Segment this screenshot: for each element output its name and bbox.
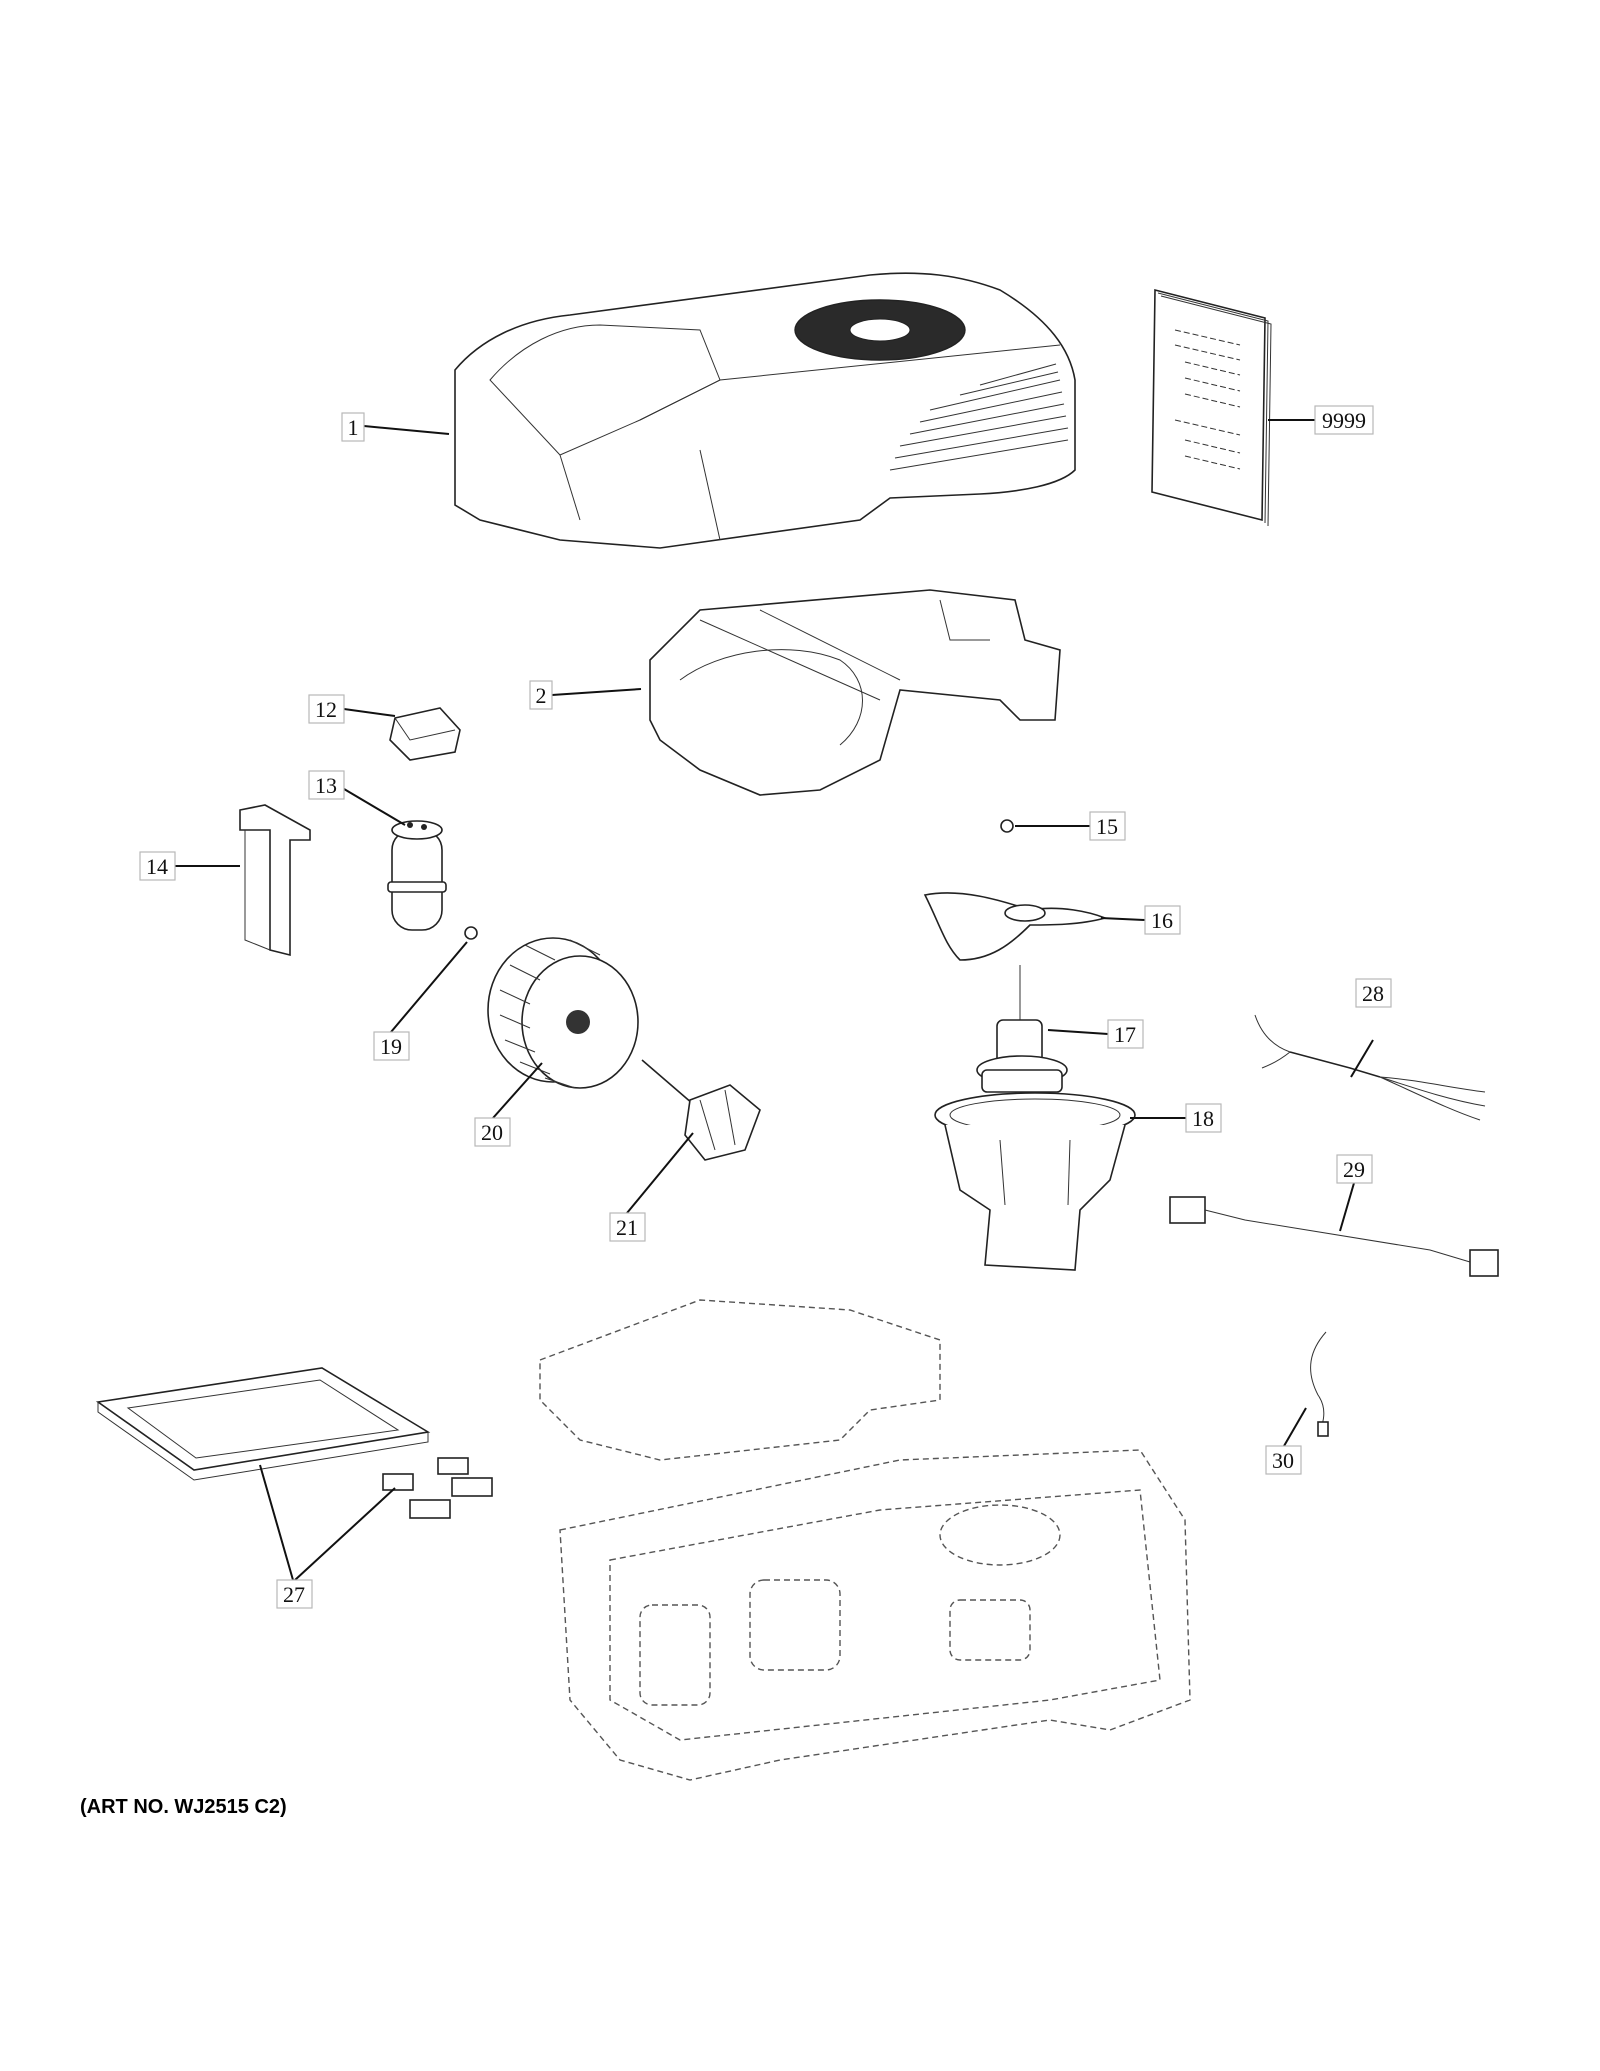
- callout-label: 16: [1151, 908, 1173, 933]
- callout-13: 13: [308, 770, 345, 800]
- art-number-caption: (ART NO. WJ2515 C2): [80, 1796, 287, 1818]
- callout-29: 29: [1336, 1154, 1373, 1184]
- part-13-capacitor: [387, 820, 447, 931]
- part-18-motor-mount: [934, 1092, 1136, 1271]
- callout-27: 27: [276, 1579, 313, 1609]
- base-pan-dashed: [539, 1299, 1191, 1781]
- part-17-motor: [976, 965, 1068, 1093]
- callout-label: 30: [1272, 1448, 1294, 1473]
- callout-1: 1: [341, 412, 365, 442]
- callout-20: 20: [474, 1117, 511, 1147]
- callout-label: 21: [616, 1215, 638, 1240]
- part-21-blower-motor: [641, 1059, 761, 1161]
- callout-label: 19: [380, 1034, 402, 1059]
- callout-9999: 9999: [1314, 405, 1374, 435]
- part-30-sensor: [1310, 1331, 1329, 1437]
- part-19-nut: [464, 926, 478, 940]
- callout-label: 13: [315, 773, 337, 798]
- part-28-harness: [1254, 1014, 1486, 1121]
- part-29-cable: [1169, 1196, 1499, 1277]
- part-12-relay: [389, 707, 461, 761]
- callout-label: 14: [146, 854, 168, 879]
- part-inner-shroud: [649, 589, 1061, 796]
- callout-16: 16: [1144, 905, 1181, 935]
- callout-label: 27: [283, 1582, 305, 1607]
- part-20-blower-wheel: [487, 937, 639, 1089]
- callout-label: 29: [1343, 1157, 1365, 1182]
- callout-30: 30: [1265, 1445, 1302, 1475]
- part-outer-cover: [454, 272, 1076, 549]
- part-owner-manual: [1151, 288, 1272, 527]
- part-15-nut: [1000, 819, 1014, 833]
- callout-label: 15: [1096, 814, 1118, 839]
- part-14-bracket: [239, 804, 311, 957]
- part-27-filter-and-pads: [95, 1367, 493, 1519]
- part-16-fan-blade: [923, 892, 1108, 961]
- callout-label: 20: [481, 1120, 503, 1145]
- callout-15: 15: [1089, 811, 1126, 841]
- callout-19: 19: [373, 1031, 410, 1061]
- callout-label: 1: [348, 415, 359, 440]
- callout-label: 9999: [1322, 408, 1366, 433]
- callout-label: 2: [536, 683, 547, 708]
- callout-21: 21: [609, 1212, 646, 1242]
- callout-17: 17: [1107, 1019, 1144, 1049]
- callout-label: 18: [1192, 1106, 1214, 1131]
- callout-label: 17: [1114, 1022, 1136, 1047]
- callout-label: 12: [315, 697, 337, 722]
- callout-28: 28: [1355, 978, 1392, 1008]
- callout-14: 14: [139, 851, 176, 881]
- callout-12: 12: [308, 694, 345, 724]
- callout-label: 28: [1362, 981, 1384, 1006]
- callout-18: 18: [1185, 1103, 1222, 1133]
- leader-lines: [175, 419, 1374, 1581]
- callout-2: 2: [529, 680, 553, 710]
